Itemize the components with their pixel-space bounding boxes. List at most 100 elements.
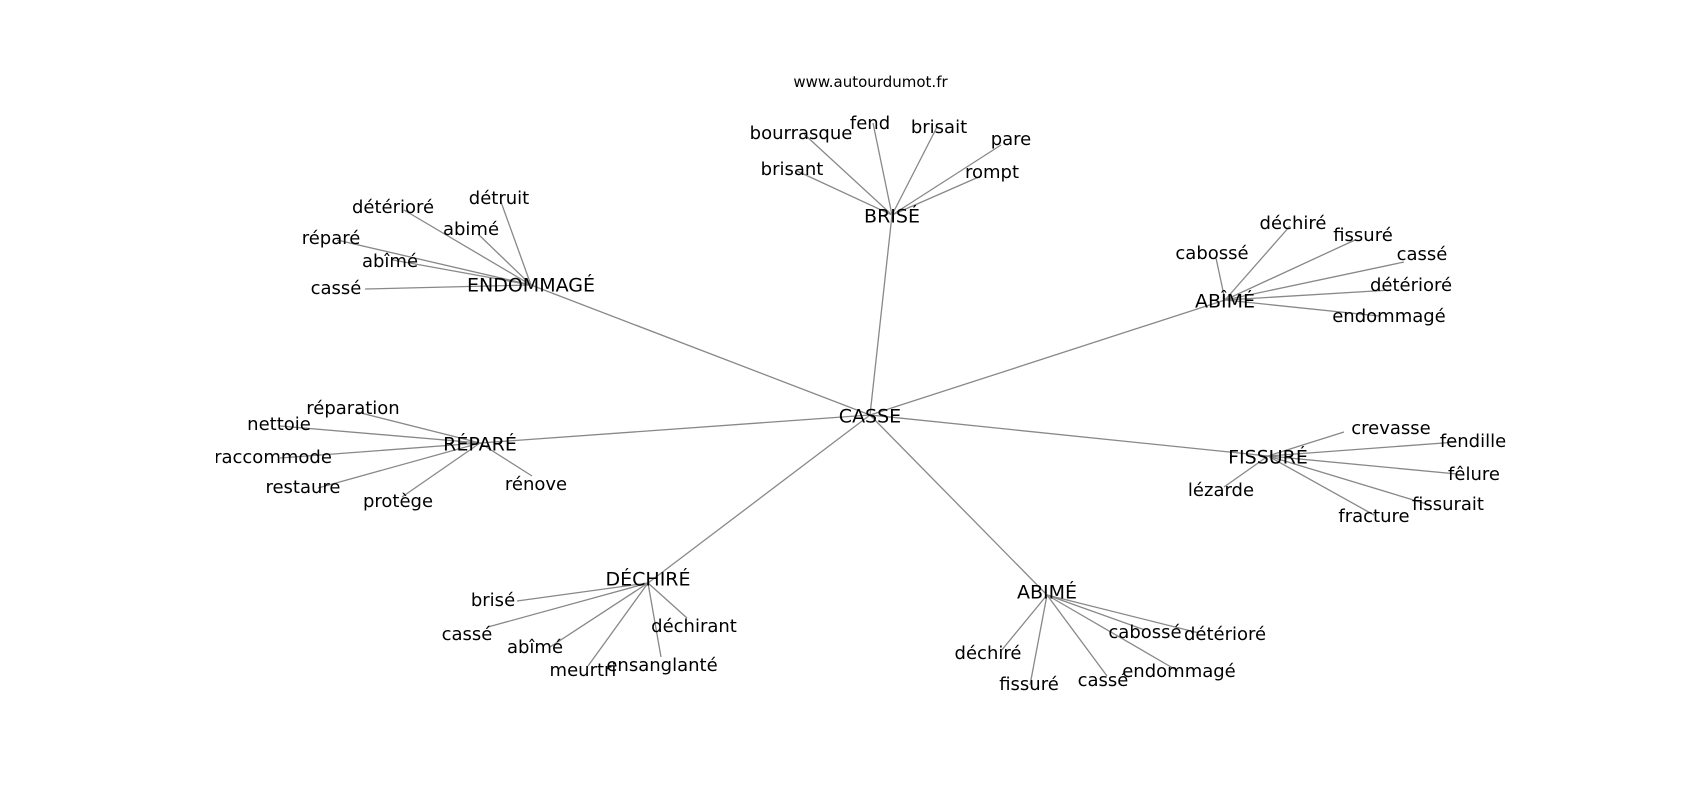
leaf-edge (516, 582, 649, 602)
leaf-edge (647, 582, 662, 658)
leaf-node: réparé (302, 228, 361, 249)
hub-node: FISSURÉ (1228, 446, 1308, 469)
leaf-node: cassé (1397, 244, 1448, 265)
hub-node: ABÎMÉ (1195, 290, 1255, 313)
leaf-node: détérioré (1184, 624, 1266, 645)
leaf-edge (891, 126, 938, 216)
leaf-node: fissuré (1333, 225, 1393, 246)
leaf-edge (500, 201, 532, 286)
leaf-node: abimé (443, 219, 499, 240)
leaf-edge (279, 425, 481, 444)
leaf-node: détruit (469, 188, 529, 209)
leaf-edge (1046, 594, 1200, 634)
leaf-edge (392, 259, 532, 286)
leaf-edge (317, 442, 481, 489)
leaf-edge (477, 233, 532, 286)
leaf-edge (891, 144, 1002, 216)
leaf-node: détérioré (1370, 275, 1452, 296)
leaf-node: brisait (911, 117, 967, 138)
leaf-node: pare (991, 129, 1032, 150)
leaf-node: fêlure (1448, 464, 1500, 485)
leaf-node: rompt (965, 162, 1019, 183)
leaf-node: raccommode (214, 447, 332, 468)
leaf-edge (1267, 441, 1458, 457)
center-edge (530, 284, 871, 416)
center-edge (869, 414, 1269, 457)
leaf-edge (647, 582, 688, 619)
leaf-edge (479, 442, 533, 477)
leaf-node: détérioré (352, 197, 434, 218)
leaf-edge (1267, 455, 1375, 516)
leaf-edge (279, 442, 481, 459)
source-label: www.autourdumot.fr (793, 73, 948, 91)
leaf-edge (401, 442, 481, 498)
leaf-edge (1000, 594, 1048, 652)
leaf-node: abîmé (362, 251, 418, 272)
leaf-node: meurtri (550, 660, 617, 681)
leaf-edge (1215, 257, 1226, 301)
leaf-edge (796, 170, 893, 216)
leaf-edge (1224, 261, 1405, 301)
left-clip (0, 0, 216, 800)
leaf-edge (803, 133, 893, 216)
leaf-node: fissuré (999, 674, 1059, 695)
leaf-node: déchiré (955, 643, 1022, 664)
leaf-edge (356, 411, 481, 444)
leaf-node: crevasse (1351, 418, 1431, 439)
leaf-node: brisé (471, 590, 515, 611)
leaf-node: fend (850, 113, 890, 134)
leaf-edge (587, 582, 649, 667)
leaf-edge (1224, 225, 1291, 301)
leaf-edge (487, 582, 649, 628)
hub-node: BRISÉ (864, 205, 920, 228)
leaf-node: fissurait (1412, 494, 1484, 515)
leaf-edge (1267, 455, 1458, 475)
leaf-edge (403, 209, 532, 286)
leaf-edge (1224, 289, 1392, 301)
leaf-node: endommagé (1332, 306, 1446, 327)
leaf-edge (1224, 239, 1356, 301)
leaf-node: cabossé (1175, 243, 1248, 264)
center-edge (869, 299, 1226, 416)
center-edge (479, 414, 871, 444)
leaf-node: réparation (306, 398, 399, 419)
leaf-node: ensanglanté (606, 655, 717, 676)
leaf-node: cassé (1078, 670, 1129, 691)
leaf-node: bourrasque (750, 123, 853, 144)
leaf-node: abîmé (507, 637, 563, 658)
leaf-node: restaure (265, 477, 340, 498)
leaf-node: protège (363, 491, 433, 512)
leaf-edge (872, 122, 893, 216)
leaf-node: fendille (1440, 431, 1506, 452)
hub-node: ENDOMMAGÉ (467, 274, 595, 297)
leaf-edge (1224, 299, 1380, 317)
center-node: CASSE (839, 406, 901, 428)
leaf-edge (1029, 594, 1048, 686)
hub-node: DÉCHIRÉ (606, 568, 691, 591)
leaf-node: cabossé (1108, 622, 1181, 643)
leaf-edge (1046, 594, 1179, 672)
leaf-edge (549, 582, 649, 648)
leaf-node: fracture (1338, 506, 1409, 527)
leaf-node: lézarde (1188, 480, 1254, 501)
leaf-edge (1267, 455, 1431, 506)
leaf-node: brisant (761, 159, 824, 180)
leaf-node: nettoie (247, 414, 311, 435)
leaf-node: cassé (311, 278, 362, 299)
leaf-edge (1267, 431, 1345, 457)
center-edge (869, 414, 1048, 596)
leaf-node: rénove (505, 474, 567, 495)
edges (279, 122, 1458, 686)
leaf-node: déchirant (651, 616, 737, 637)
leaf-edge (364, 284, 532, 290)
leaf-edge (891, 175, 982, 216)
leaf-edge (1223, 455, 1269, 488)
leaf-node: déchiré (1260, 213, 1327, 234)
leaf-edge (336, 239, 532, 286)
hub-node: ABIMÉ (1017, 581, 1077, 604)
hub-node: RÉPARÉ (443, 433, 517, 456)
leaf-node: cassé (442, 624, 493, 645)
leaf-edge (1046, 594, 1146, 631)
